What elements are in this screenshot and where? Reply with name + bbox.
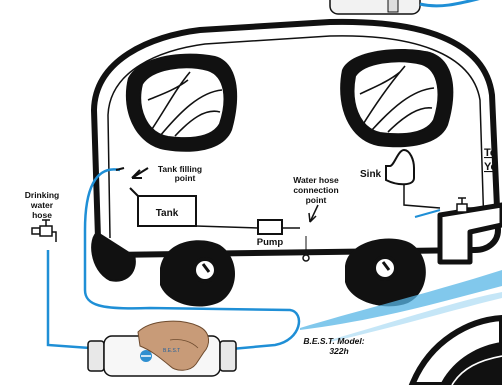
- svg-text:Yo: Yo: [484, 161, 498, 173]
- svg-text:B.E.S.T. Model:: B.E.S.T. Model:: [303, 336, 364, 346]
- svg-text:Drinking: Drinking: [25, 190, 59, 200]
- svg-text:Water hose: Water hose: [293, 175, 339, 185]
- caravan-fragment-bottom-right: [412, 318, 502, 385]
- svg-text:connection: connection: [293, 185, 338, 195]
- right-window: [340, 49, 453, 147]
- svg-text:322h: 322h: [329, 346, 348, 356]
- svg-text:point: point: [175, 173, 196, 183]
- label-tank: Tank: [156, 208, 179, 219]
- label-model: B.E.S.T. Model: 322h: [303, 336, 364, 356]
- svg-text:To: To: [484, 147, 497, 159]
- filter-brand-label: B.E.S.T: [163, 348, 180, 354]
- svg-text:hose: hose: [32, 210, 52, 220]
- label-pump: Pump: [257, 237, 284, 248]
- label-sink: Sink: [360, 169, 382, 180]
- svg-text:water: water: [30, 200, 54, 210]
- water-tap-icon: [32, 220, 56, 242]
- front-wheel: [160, 240, 235, 306]
- left-window: [126, 54, 237, 152]
- label-drinking-water-hose: Drinking water hose: [25, 190, 59, 220]
- top-filter-fragment: [330, 0, 495, 14]
- svg-text:point: point: [306, 195, 327, 205]
